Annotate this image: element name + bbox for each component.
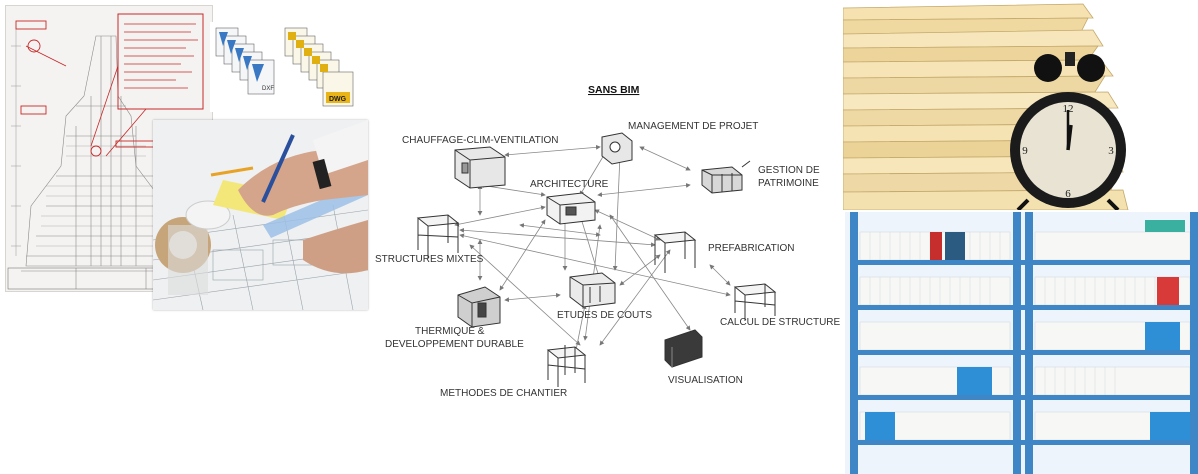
node-label-etudes: ETUDES DE COUTS (557, 310, 652, 321)
node-label-structures: STRUCTURES MIXTES (375, 254, 484, 265)
hand-drawing-plan-image (153, 120, 368, 310)
cvc-building-icon (454, 146, 506, 189)
node-label-cvc: CHAUFFAGE-CLIM-VENTILATION (402, 135, 559, 146)
etudes-building-icon (569, 272, 616, 308)
prefabrication-frame-icon (653, 231, 697, 273)
node-label-thermique-1: THERMIQUE & (415, 326, 485, 337)
thermique-building-icon (457, 286, 501, 328)
dxf-file-stack-icon (215, 27, 275, 95)
node-label-architecture: ARCHITECTURE (530, 179, 609, 190)
paper-stack-clock-image: 12 6 9 3 (843, 0, 1198, 210)
calcul-frame-icon (733, 283, 777, 321)
svg-text:12: 12 (1063, 103, 1074, 115)
alarm-clock-icon: 12 6 9 3 (1010, 52, 1126, 210)
svg-text:6: 6 (1065, 188, 1071, 200)
node-label-gestion-1: GESTION DE (758, 165, 820, 176)
gestion-building-icon (701, 160, 751, 194)
svg-text:9: 9 (1022, 145, 1028, 157)
node-icons (416, 132, 777, 387)
dwg-file-stack-icon (284, 27, 354, 107)
svg-text:3: 3 (1108, 145, 1114, 157)
management-cube-icon (601, 132, 633, 165)
node-label-gestion-2: PATRIMOINE (758, 178, 819, 189)
dwg-label: DWG (329, 96, 347, 103)
dxf-label: DXF (262, 86, 274, 92)
node-label-management: MANAGEMENT DE PROJET (628, 121, 758, 132)
node-label-prefabrication: PREFABRICATION (708, 243, 795, 254)
architecture-building-icon (546, 192, 596, 225)
archive-shelves-image (845, 212, 1198, 474)
node-label-visualisation: VISUALISATION (668, 375, 743, 386)
structures-frame-icon (416, 214, 460, 258)
diagram-title: SANS BIM (588, 84, 640, 96)
cad-file-icons: DXF DWG (210, 22, 370, 112)
node-label-thermique-2: DEVELOPPEMENT DURABLE (385, 339, 524, 350)
node-label-methodes: METHODES DE CHANTIER (440, 388, 567, 399)
visualisation-block-icon (664, 329, 703, 368)
sans-bim-diagram: SANS BIM (370, 75, 845, 405)
node-label-calcul: CALCUL DE STRUCTURE (720, 317, 841, 328)
methodes-frame-icon (546, 345, 587, 387)
